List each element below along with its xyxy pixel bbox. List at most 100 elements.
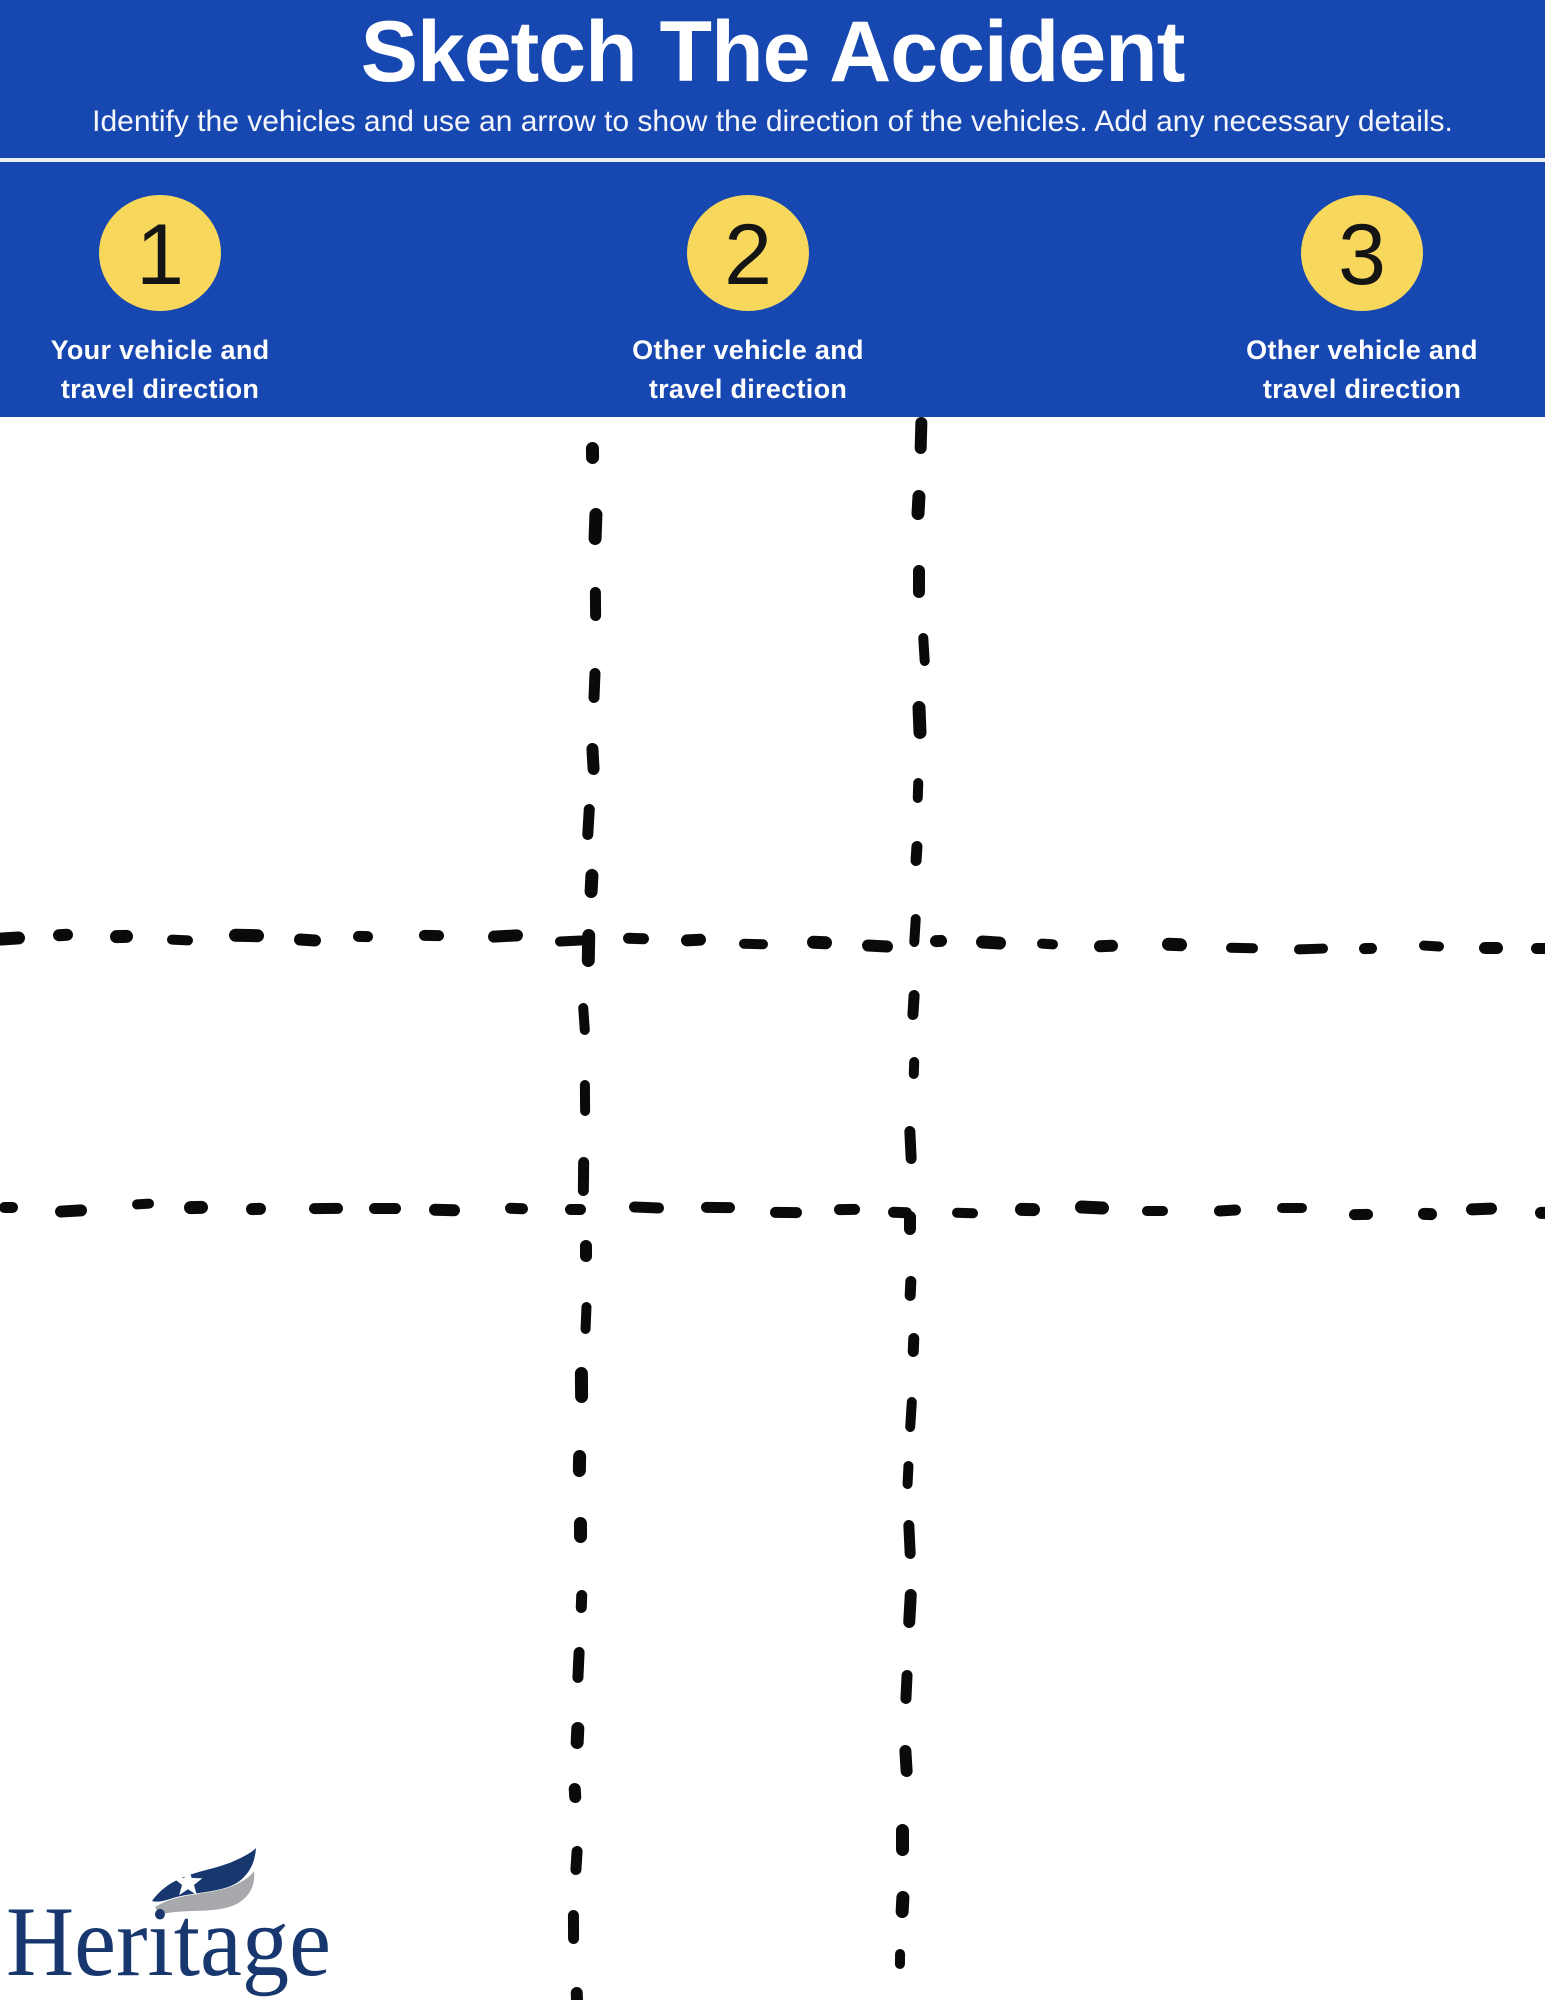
sketch-dash [505, 1202, 529, 1215]
sketch-dash [903, 1588, 918, 1629]
sketch-dash [912, 700, 927, 740]
sketch-dash [55, 1203, 88, 1218]
sketch-dash [575, 1589, 587, 1613]
sketch-dash [1534, 1206, 1545, 1220]
sketch-dash [862, 938, 894, 953]
sketch-dash [907, 1333, 920, 1358]
sketch-dash [131, 1198, 155, 1210]
page-subtitle: Identify the vehicles and use an arrow t… [92, 105, 1453, 138]
sketch-dash [245, 1202, 266, 1216]
sketch-dash [487, 929, 524, 944]
sketch-dash [568, 1782, 582, 1804]
sketch-dash [1036, 938, 1058, 951]
sketch-dash [308, 1202, 344, 1214]
sketch-dash [1014, 1202, 1041, 1216]
sketch-dash [429, 1203, 461, 1217]
sketch-dash [917, 632, 930, 667]
sketch-dash [908, 913, 922, 948]
sketch-dash [52, 928, 74, 942]
sketch-dash [0, 1201, 18, 1214]
sketch-dash [109, 929, 133, 944]
sketch-dash [589, 586, 601, 621]
sketch-dash [582, 928, 596, 968]
sketch-dash [1094, 939, 1119, 953]
sketch-dash [585, 441, 599, 464]
step-1-number: 1 [136, 207, 184, 303]
sketch-dash [908, 1056, 919, 1080]
sketch-dash [806, 935, 833, 950]
step-3-number: 3 [1338, 207, 1386, 303]
sketch-dash [895, 1890, 910, 1919]
logo-wordmark: Heritage [6, 1886, 331, 1997]
sketch-dash [975, 934, 1007, 950]
step-1-label-line2: travel direction [60, 374, 260, 404]
step-2-circle: 2 [687, 195, 809, 311]
sketch-dash [902, 1519, 916, 1560]
sketch-dash [904, 1396, 918, 1433]
sketch-dash [1348, 1208, 1374, 1220]
sketch-dash [228, 928, 264, 942]
sketch-dash [352, 930, 374, 943]
sketch-dash [1417, 1207, 1438, 1221]
sketch-dash [680, 933, 707, 948]
sketch-dash [622, 932, 650, 945]
step-1: 1 Your vehicle and travel direction [0, 195, 370, 409]
sketch-dash [628, 1201, 665, 1214]
sketch-dash [910, 841, 923, 867]
sketch-dash [895, 1948, 906, 1969]
step-3: 3 Other vehicle and travel direction [1152, 195, 1545, 409]
step-3-circle: 3 [1301, 195, 1423, 311]
sketch-dash [902, 1460, 914, 1489]
sketch-dash [568, 1909, 580, 1944]
sketch-dash [580, 1301, 592, 1335]
sketch-dash [579, 1080, 590, 1117]
sketch-dash [577, 1156, 590, 1196]
step-3-label-line1: Other vehicle and [1246, 335, 1478, 365]
sketch-dash [572, 1449, 586, 1477]
sketch-dash [577, 1002, 591, 1035]
step-1-circle: 1 [99, 195, 221, 311]
sketch-dash [912, 565, 926, 599]
step-2-number: 2 [724, 207, 772, 303]
sketch-dash [581, 803, 595, 841]
sketch-dash [1465, 1202, 1497, 1216]
sketch-dash [369, 1203, 401, 1215]
sketch-dash [903, 1210, 916, 1235]
header: Sketch The Accident Identify the vehicle… [0, 0, 1545, 417]
sketch-dash [1142, 1205, 1169, 1216]
step-2-label-line2: travel direction [648, 374, 848, 404]
sketch-dash [898, 1744, 913, 1777]
sketch-dash [900, 1669, 914, 1705]
sketch-dash [570, 1845, 584, 1876]
sketch-dash [418, 929, 444, 941]
sketch-dash [951, 1207, 978, 1219]
sketch-dash [584, 868, 599, 899]
step-2-label: Other vehicle and travel direction [538, 331, 958, 409]
sketch-dash [569, 1721, 584, 1749]
sketch-dash [834, 1204, 861, 1216]
heritage-logo: Heritage [6, 1848, 331, 1997]
logo-star-icon [173, 1868, 203, 1896]
sketch-dash [166, 934, 194, 946]
sketch-dash [1293, 943, 1328, 955]
sketch-dash [1213, 1204, 1242, 1218]
sketch-dash [183, 1200, 208, 1215]
sketch-dash [930, 934, 948, 948]
sketch-dash [700, 1201, 735, 1213]
sketch-dash [1162, 936, 1188, 951]
sketch-dash [911, 489, 926, 521]
logo-flag-navy-wave [152, 1848, 256, 1902]
sketch-dash [1358, 942, 1378, 955]
sketch-dash [588, 507, 603, 545]
sketch-dash [564, 1203, 586, 1215]
sketch-dash [0, 930, 26, 946]
sketch-dash [293, 933, 321, 947]
sketch-dash [912, 777, 924, 803]
sketch-dash [1074, 1200, 1109, 1215]
step-3-label-line2: travel direction [1262, 374, 1462, 404]
step-1-label-line1: Your vehicle and [50, 335, 270, 365]
sketch-dash [770, 1206, 803, 1218]
logo-flag-gray-wave [155, 1871, 255, 1914]
sketch-dash [588, 667, 601, 703]
